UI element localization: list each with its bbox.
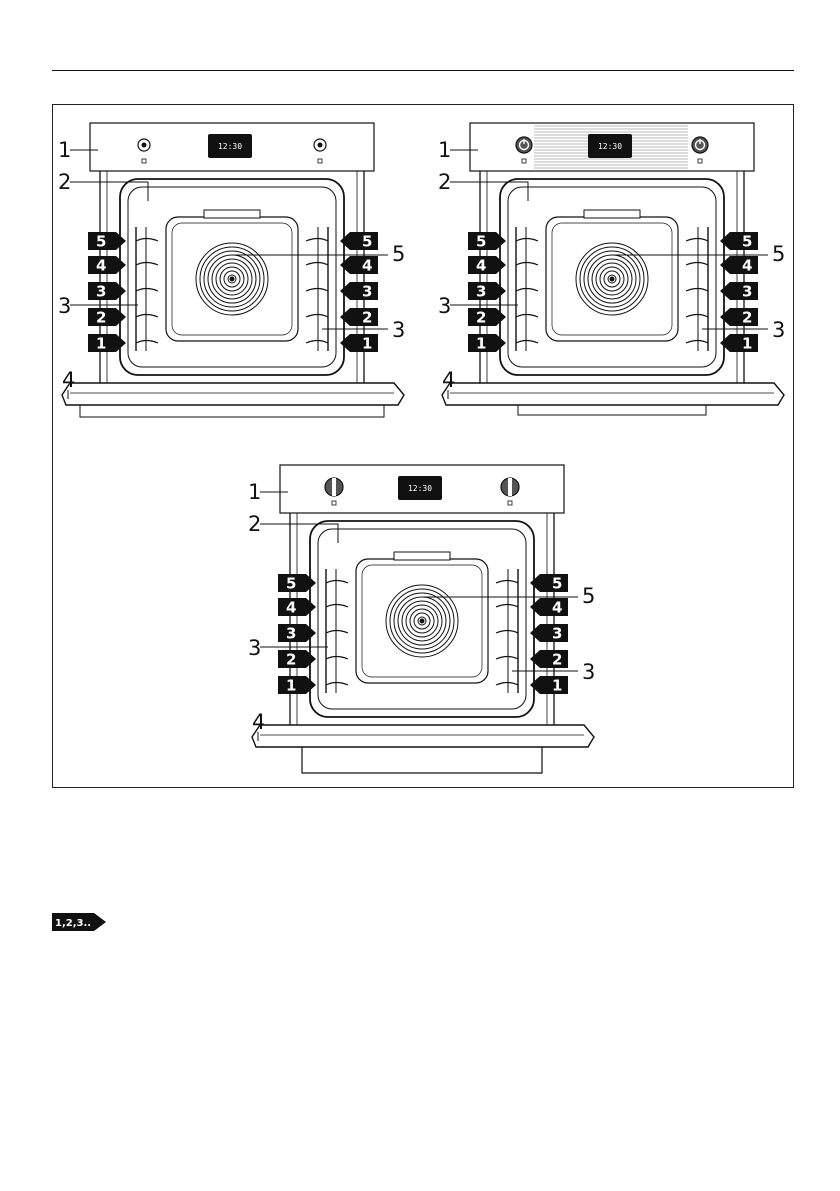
- level-number-right: 5: [552, 575, 562, 593]
- callout-number: 2: [248, 512, 261, 536]
- level-number-right: 3: [362, 283, 372, 301]
- level-marker-right: 1: [720, 334, 758, 353]
- clock-display-value: 12:30: [598, 142, 622, 151]
- level-number-left: 1: [286, 677, 296, 695]
- oven-lamp: [394, 552, 450, 560]
- level-number-left: 5: [476, 233, 486, 251]
- oven-door: [62, 383, 404, 405]
- level-number-left: 2: [476, 309, 486, 327]
- callout-number: 5: [582, 584, 595, 608]
- knob-center: [142, 143, 147, 148]
- level-marker-right: 2: [340, 308, 378, 327]
- level-number-right: 2: [742, 309, 752, 327]
- callout-number: 2: [58, 170, 71, 194]
- steps-icon-label: 1,2,3..: [55, 918, 91, 929]
- level-number-left: 1: [476, 335, 486, 353]
- callout-number: 3: [582, 660, 595, 684]
- level-number-left: 4: [286, 599, 296, 617]
- level-number-left: 2: [96, 309, 106, 327]
- oven-door: [442, 383, 784, 405]
- clock-display-value: 12:30: [218, 142, 242, 151]
- fan-hub: [230, 277, 235, 282]
- callout-number: 2: [438, 170, 451, 194]
- callout-number: 3: [438, 294, 451, 318]
- level-number-right: 2: [552, 651, 562, 669]
- level-number-right: 3: [742, 283, 752, 301]
- oven-lamp: [584, 210, 640, 218]
- level-marker-right: 3: [720, 282, 758, 301]
- callout-number: 4: [442, 368, 455, 392]
- clock-display-value: 12:30: [408, 484, 432, 493]
- level-marker-right: 4: [720, 256, 758, 275]
- level-number-right: 4: [742, 257, 752, 275]
- level-marker-right: 1: [340, 334, 378, 353]
- door-handle: [518, 405, 706, 415]
- level-marker-right: 5: [720, 232, 758, 251]
- level-number-left: 3: [476, 283, 486, 301]
- level-marker-right: 3: [530, 624, 568, 643]
- level-number-left: 3: [96, 283, 106, 301]
- callout-number: 4: [252, 710, 265, 734]
- level-marker-right: 5: [340, 232, 378, 251]
- knob-grip: [332, 478, 336, 496]
- oven-illustration-knobs: 12:30 1 1 2 2 3 3 4 4 5 5 1 2 3 4 5 3: [52, 115, 412, 445]
- level-number-left: 1: [96, 335, 106, 353]
- fan-hub: [610, 277, 615, 282]
- header-rule: [52, 70, 794, 71]
- knob-grip: [508, 478, 512, 496]
- callout-number: 3: [58, 294, 71, 318]
- level-number-right: 1: [742, 335, 752, 353]
- door-handle: [80, 405, 384, 417]
- level-marker-right: 2: [720, 308, 758, 327]
- callout-number: 5: [772, 242, 785, 266]
- level-marker-right: 1: [530, 676, 568, 695]
- level-number-left: 3: [286, 625, 296, 643]
- numbered-steps-icon: 1,2,3..: [52, 913, 108, 931]
- level-number-right: 1: [362, 335, 372, 353]
- level-marker-right: 2: [530, 650, 568, 669]
- oven-lamp: [204, 210, 260, 218]
- level-number-right: 5: [742, 233, 752, 251]
- callout-number: 1: [248, 480, 261, 504]
- level-number-left: 5: [286, 575, 296, 593]
- level-marker-right: 4: [340, 256, 378, 275]
- level-number-left: 4: [476, 257, 486, 275]
- oven-door: [252, 725, 594, 747]
- level-marker-right: 4: [530, 598, 568, 617]
- fan-hub: [420, 619, 425, 624]
- callout-number: 1: [58, 138, 71, 162]
- callout-number: 5: [392, 242, 405, 266]
- callout-number: 1: [438, 138, 451, 162]
- level-number-right: 2: [362, 309, 372, 327]
- level-marker-right: 5: [530, 574, 568, 593]
- oven-illustration-large-knobs: 12:30 1 1 2 2 3 3 4 4 5 5 1 2 3 4 5 3: [242, 457, 602, 787]
- knob-center: [318, 143, 323, 148]
- level-number-right: 5: [362, 233, 372, 251]
- level-number-left: 2: [286, 651, 296, 669]
- callout-number: 3: [392, 318, 405, 342]
- level-number-left: 5: [96, 233, 106, 251]
- callout-number: 4: [62, 368, 75, 392]
- level-number-right: 3: [552, 625, 562, 643]
- door-handle: [302, 747, 542, 773]
- level-number-right: 4: [552, 599, 562, 617]
- oven-illustration-push-knobs: 12:30 1 1 2 2 3 3 4 4 5 5 1 2 3 4 5 3: [432, 115, 792, 445]
- callout-number: 3: [248, 636, 261, 660]
- level-number-left: 4: [96, 257, 106, 275]
- callout-number: 3: [772, 318, 785, 342]
- level-marker-right: 3: [340, 282, 378, 301]
- level-number-right: 1: [552, 677, 562, 695]
- level-number-right: 4: [362, 257, 372, 275]
